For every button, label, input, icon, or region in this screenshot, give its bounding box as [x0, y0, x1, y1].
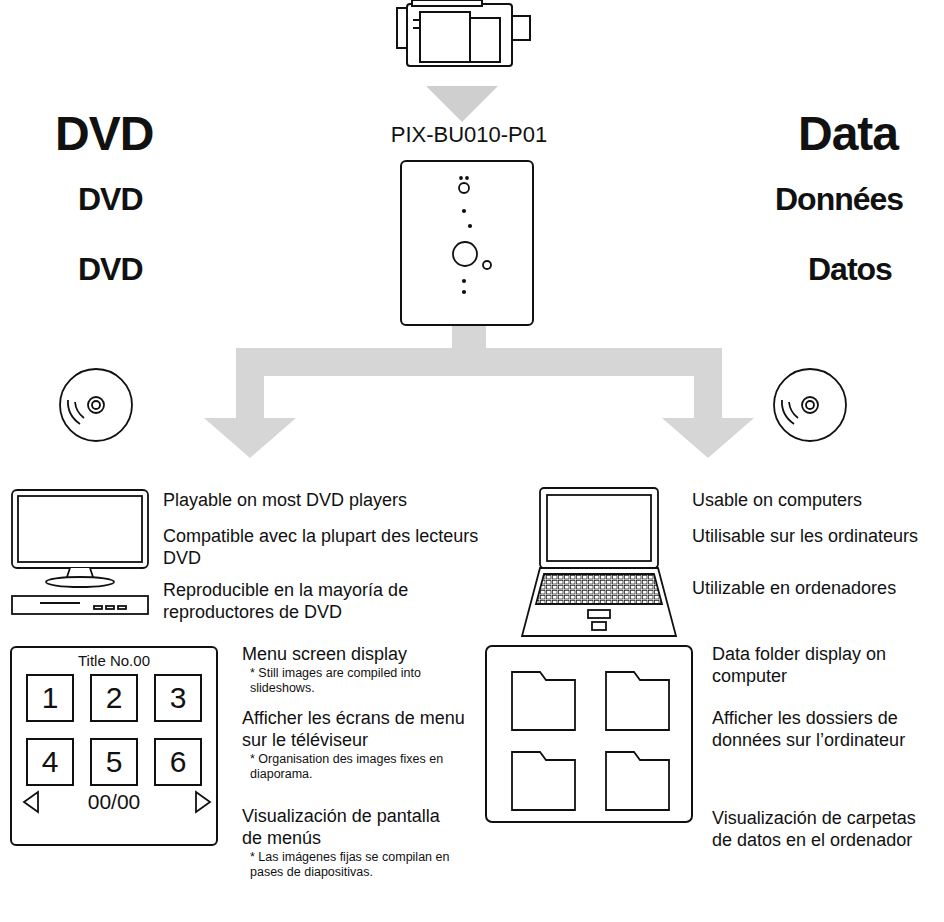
- title-number: 5: [106, 747, 123, 777]
- feature-text: Data folder display on computer: [712, 644, 927, 687]
- title-number: 4: [42, 747, 59, 777]
- device-controls: [453, 177, 491, 293]
- feature-text: Utilizable en ordenadores: [692, 578, 932, 600]
- camcorder: [397, 0, 530, 66]
- title-number: 3: [170, 683, 187, 713]
- title-number: 1: [42, 683, 59, 713]
- model-name: PIX-BU010-P01: [322, 122, 616, 148]
- feature-text: Afficher les écrans de menu sur le télév…: [242, 708, 482, 751]
- folder-icon: [512, 672, 669, 810]
- feature-text: Usable on computers: [692, 490, 932, 512]
- feature-text: Visualización de pantalla de menús: [242, 806, 462, 849]
- page-counter: 00/00: [12, 790, 216, 814]
- section-heading: DVD: [78, 183, 143, 215]
- title-button: 3: [154, 674, 202, 722]
- menu-title: Title No.00: [12, 652, 216, 669]
- feature-text: Playable on most DVD players: [163, 490, 493, 512]
- laptop: [522, 488, 676, 636]
- feature-text: Reproducible en la mayoría de reproducto…: [163, 580, 493, 623]
- note-text: * Still images are compiled into slidesh…: [250, 666, 450, 696]
- feature-text: Afficher les dossiers de données sur l’o…: [712, 708, 937, 751]
- section-heading: Data: [798, 110, 898, 158]
- feature-text: Menu screen display: [242, 644, 482, 666]
- title-button: 4: [26, 738, 74, 786]
- title-number: 6: [170, 747, 187, 777]
- feature-text: Utilisable sur les ordinateurs: [692, 526, 932, 548]
- section-heading: DVD: [55, 110, 153, 158]
- section-heading: Datos: [808, 253, 892, 285]
- section-heading: Données: [775, 183, 903, 215]
- folder-window: [486, 646, 692, 822]
- device-box: PIX-BU010-P01: [400, 160, 534, 326]
- title-number: 2: [106, 683, 123, 713]
- menu-screen: Title No.00 00/00 1 2 3 4 5 6: [10, 646, 218, 846]
- title-button: 6: [154, 738, 202, 786]
- note-text: * Las imágenes fijas se compilan en pase…: [250, 850, 470, 880]
- feature-text: Visualización de carpetas de datos en el…: [712, 808, 937, 851]
- title-button: 1: [26, 674, 74, 722]
- tv-dvd-player: [12, 490, 148, 614]
- section-heading: DVD: [78, 253, 143, 285]
- branch-arrow: [204, 326, 754, 458]
- title-button: 5: [90, 738, 138, 786]
- flow-arrow: [426, 86, 498, 122]
- note-text: * Organisation des images fixes en diapo…: [250, 752, 450, 782]
- disc: [60, 369, 846, 441]
- title-button: 2: [90, 674, 138, 722]
- feature-text: Compatible avec la plupart des lecteurs …: [163, 526, 493, 569]
